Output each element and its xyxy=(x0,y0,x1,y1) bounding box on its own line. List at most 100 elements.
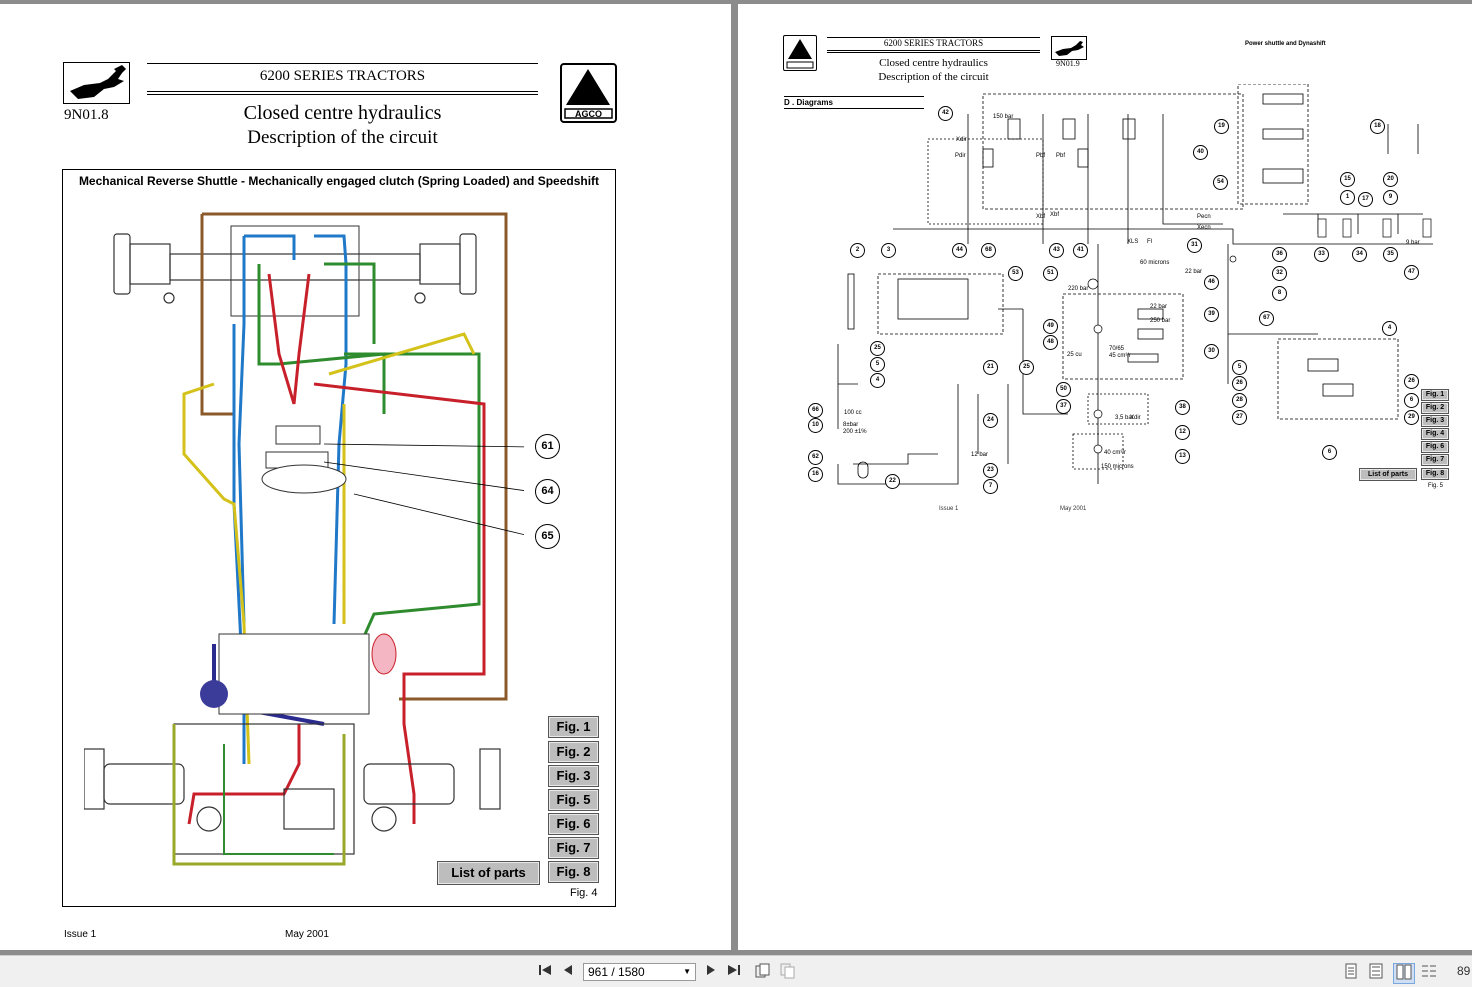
callout-16: 16 xyxy=(808,467,823,482)
callout-51: 51 xyxy=(1043,266,1058,281)
fig-5-button[interactable]: Fig. 5 xyxy=(548,789,599,811)
schematic-label: 70/65 xyxy=(1109,346,1125,352)
callout-62: 62 xyxy=(808,450,823,465)
schematic-label: 22 bar xyxy=(1185,269,1203,275)
callout-50: 50 xyxy=(1056,382,1071,397)
callout-43: 43 xyxy=(1049,243,1064,258)
schematic-label: 22 bar xyxy=(1150,304,1168,310)
callout-47: 47 xyxy=(1404,265,1419,280)
schematic-label: Xdir xyxy=(956,137,967,143)
previous-page-icon[interactable] xyxy=(562,963,574,980)
schematic-label: 220 bar xyxy=(1068,286,1089,292)
callout-34: 34 xyxy=(1352,247,1367,262)
callout-42: 42 xyxy=(938,106,953,121)
callout-21: 21 xyxy=(983,360,998,375)
figure-caption-right: Fig. 5 xyxy=(1428,483,1444,489)
schematic-label: Xbf xyxy=(1036,214,1046,220)
callout-25: 25 xyxy=(870,341,885,356)
callout-4b: 4 xyxy=(870,373,885,388)
schematic-label: Pbf xyxy=(1056,153,1066,159)
fig-1-button[interactable]: Fig. 1 xyxy=(548,716,599,738)
callout-8: 8 xyxy=(1272,286,1287,301)
schematic-label: 12 bar xyxy=(971,452,989,458)
callout-35: 35 xyxy=(1383,247,1398,262)
document-code-right: 9N01.9 xyxy=(1056,59,1080,68)
next-page-icon[interactable] xyxy=(705,963,717,980)
callout-6: 6 xyxy=(1404,393,1419,408)
callout-28: 28 xyxy=(1232,393,1247,408)
schematic-label: Xecn xyxy=(1197,225,1211,231)
schematic-label: 3,5 bar xyxy=(1115,415,1134,421)
callout-61: 61 xyxy=(535,434,560,459)
fig-4-button-right[interactable]: Fig. 4 xyxy=(1421,428,1449,440)
diagram-title: Power shuttle and Dynashift xyxy=(1245,41,1326,47)
list-of-parts-button-right[interactable]: List of parts xyxy=(1359,468,1417,481)
list-of-parts-button[interactable]: List of parts xyxy=(437,861,540,885)
schematic-label: 45 cm³/r xyxy=(1109,353,1132,359)
series-title: 6200 SERIES TRACTORS xyxy=(259,68,426,84)
callout-48: 48 xyxy=(1043,335,1058,350)
schematic-label: 60 microns xyxy=(1140,260,1170,266)
page-title-line1: Closed centre hydraulics xyxy=(243,102,442,124)
schematic-label: 25 cu xyxy=(1067,352,1082,358)
single-page-view-icon[interactable] xyxy=(1345,963,1357,982)
footer-date-right: May 2001 xyxy=(1060,506,1087,512)
callout-38: 38 xyxy=(1175,400,1190,415)
callout-23: 23 xyxy=(983,463,998,478)
fig-2-button-right[interactable]: Fig. 2 xyxy=(1421,402,1449,414)
continuous-facing-view-icon[interactable] xyxy=(1421,963,1437,982)
page-title-line1-right: Closed centre hydraulics xyxy=(879,57,988,69)
last-page-icon[interactable] xyxy=(727,963,741,980)
previous-view-icon[interactable] xyxy=(754,963,770,982)
callout-19: 19 xyxy=(1214,119,1229,134)
svg-text:AGCO: AGCO xyxy=(575,109,602,119)
fig-3-button-right[interactable]: Fig. 3 xyxy=(1421,415,1449,427)
section-title: D . Diagrams xyxy=(784,98,833,107)
continuous-view-icon[interactable] xyxy=(1369,963,1383,982)
zoom-value[interactable]: 89 xyxy=(1457,964,1471,978)
callout-9: 9 xyxy=(1383,190,1398,205)
fig-6-button-right[interactable]: Fig. 6 xyxy=(1421,441,1449,453)
fig-7-button-right[interactable]: Fig. 7 xyxy=(1421,454,1449,466)
footer-issue: Issue 1 xyxy=(64,929,97,940)
page-number-value: 961 / 1580 xyxy=(588,965,645,979)
agco-logo-small xyxy=(783,35,817,71)
callout-18: 18 xyxy=(1370,119,1385,134)
chevron-down-icon[interactable]: ▼ xyxy=(683,967,691,976)
facing-pages-view-icon[interactable] xyxy=(1393,963,1415,984)
callout-37: 37 xyxy=(1056,399,1071,414)
fig-1-button-right[interactable]: Fig. 1 xyxy=(1421,389,1449,401)
hand-wrench-icon xyxy=(63,62,130,104)
schematic-label: XLS xyxy=(1127,239,1139,245)
callout-49: 49 xyxy=(1043,319,1058,334)
figure-caption: Fig. 4 xyxy=(570,887,598,899)
callout-26: 26 xyxy=(1232,376,1247,391)
viewer-toolbar: 961 / 1580 ▼ 89 xyxy=(0,955,1472,987)
callout-41: 41 xyxy=(1073,243,1088,258)
callout-13: 13 xyxy=(1175,449,1190,464)
callout-32: 32 xyxy=(1272,266,1287,281)
schematic-label: 150 microns xyxy=(1101,464,1134,470)
callout-22: 22 xyxy=(885,474,900,489)
callout-27: 27 xyxy=(1232,410,1247,425)
callout-6b: 6 xyxy=(1322,445,1337,460)
callout-68: 68 xyxy=(981,243,996,258)
callout-20: 20 xyxy=(1383,172,1398,187)
callout-3: 3 xyxy=(881,243,896,258)
fig-3-button[interactable]: Fig. 3 xyxy=(548,765,599,787)
callout-30: 30 xyxy=(1204,344,1219,359)
fig-2-button[interactable]: Fig. 2 xyxy=(548,741,599,763)
schematic-label: 8±bar xyxy=(843,422,859,428)
fig-8-button-right[interactable]: Fig. 8 xyxy=(1421,468,1449,480)
next-view-icon[interactable] xyxy=(780,963,796,982)
callout-2: 2 xyxy=(850,243,865,258)
tractor-hydraulic-diagram xyxy=(84,212,524,866)
fig-8-button[interactable]: Fig. 8 xyxy=(548,861,599,883)
fig-7-button[interactable]: Fig. 7 xyxy=(548,837,599,859)
callout-31: 31 xyxy=(1187,238,1202,253)
callout-4: 4 xyxy=(1382,321,1397,336)
page-number-input[interactable]: 961 / 1580 ▼ xyxy=(583,963,696,981)
fig-6-button[interactable]: Fig. 6 xyxy=(548,813,599,835)
footer-date: May 2001 xyxy=(285,929,329,940)
first-page-icon[interactable] xyxy=(538,963,552,980)
